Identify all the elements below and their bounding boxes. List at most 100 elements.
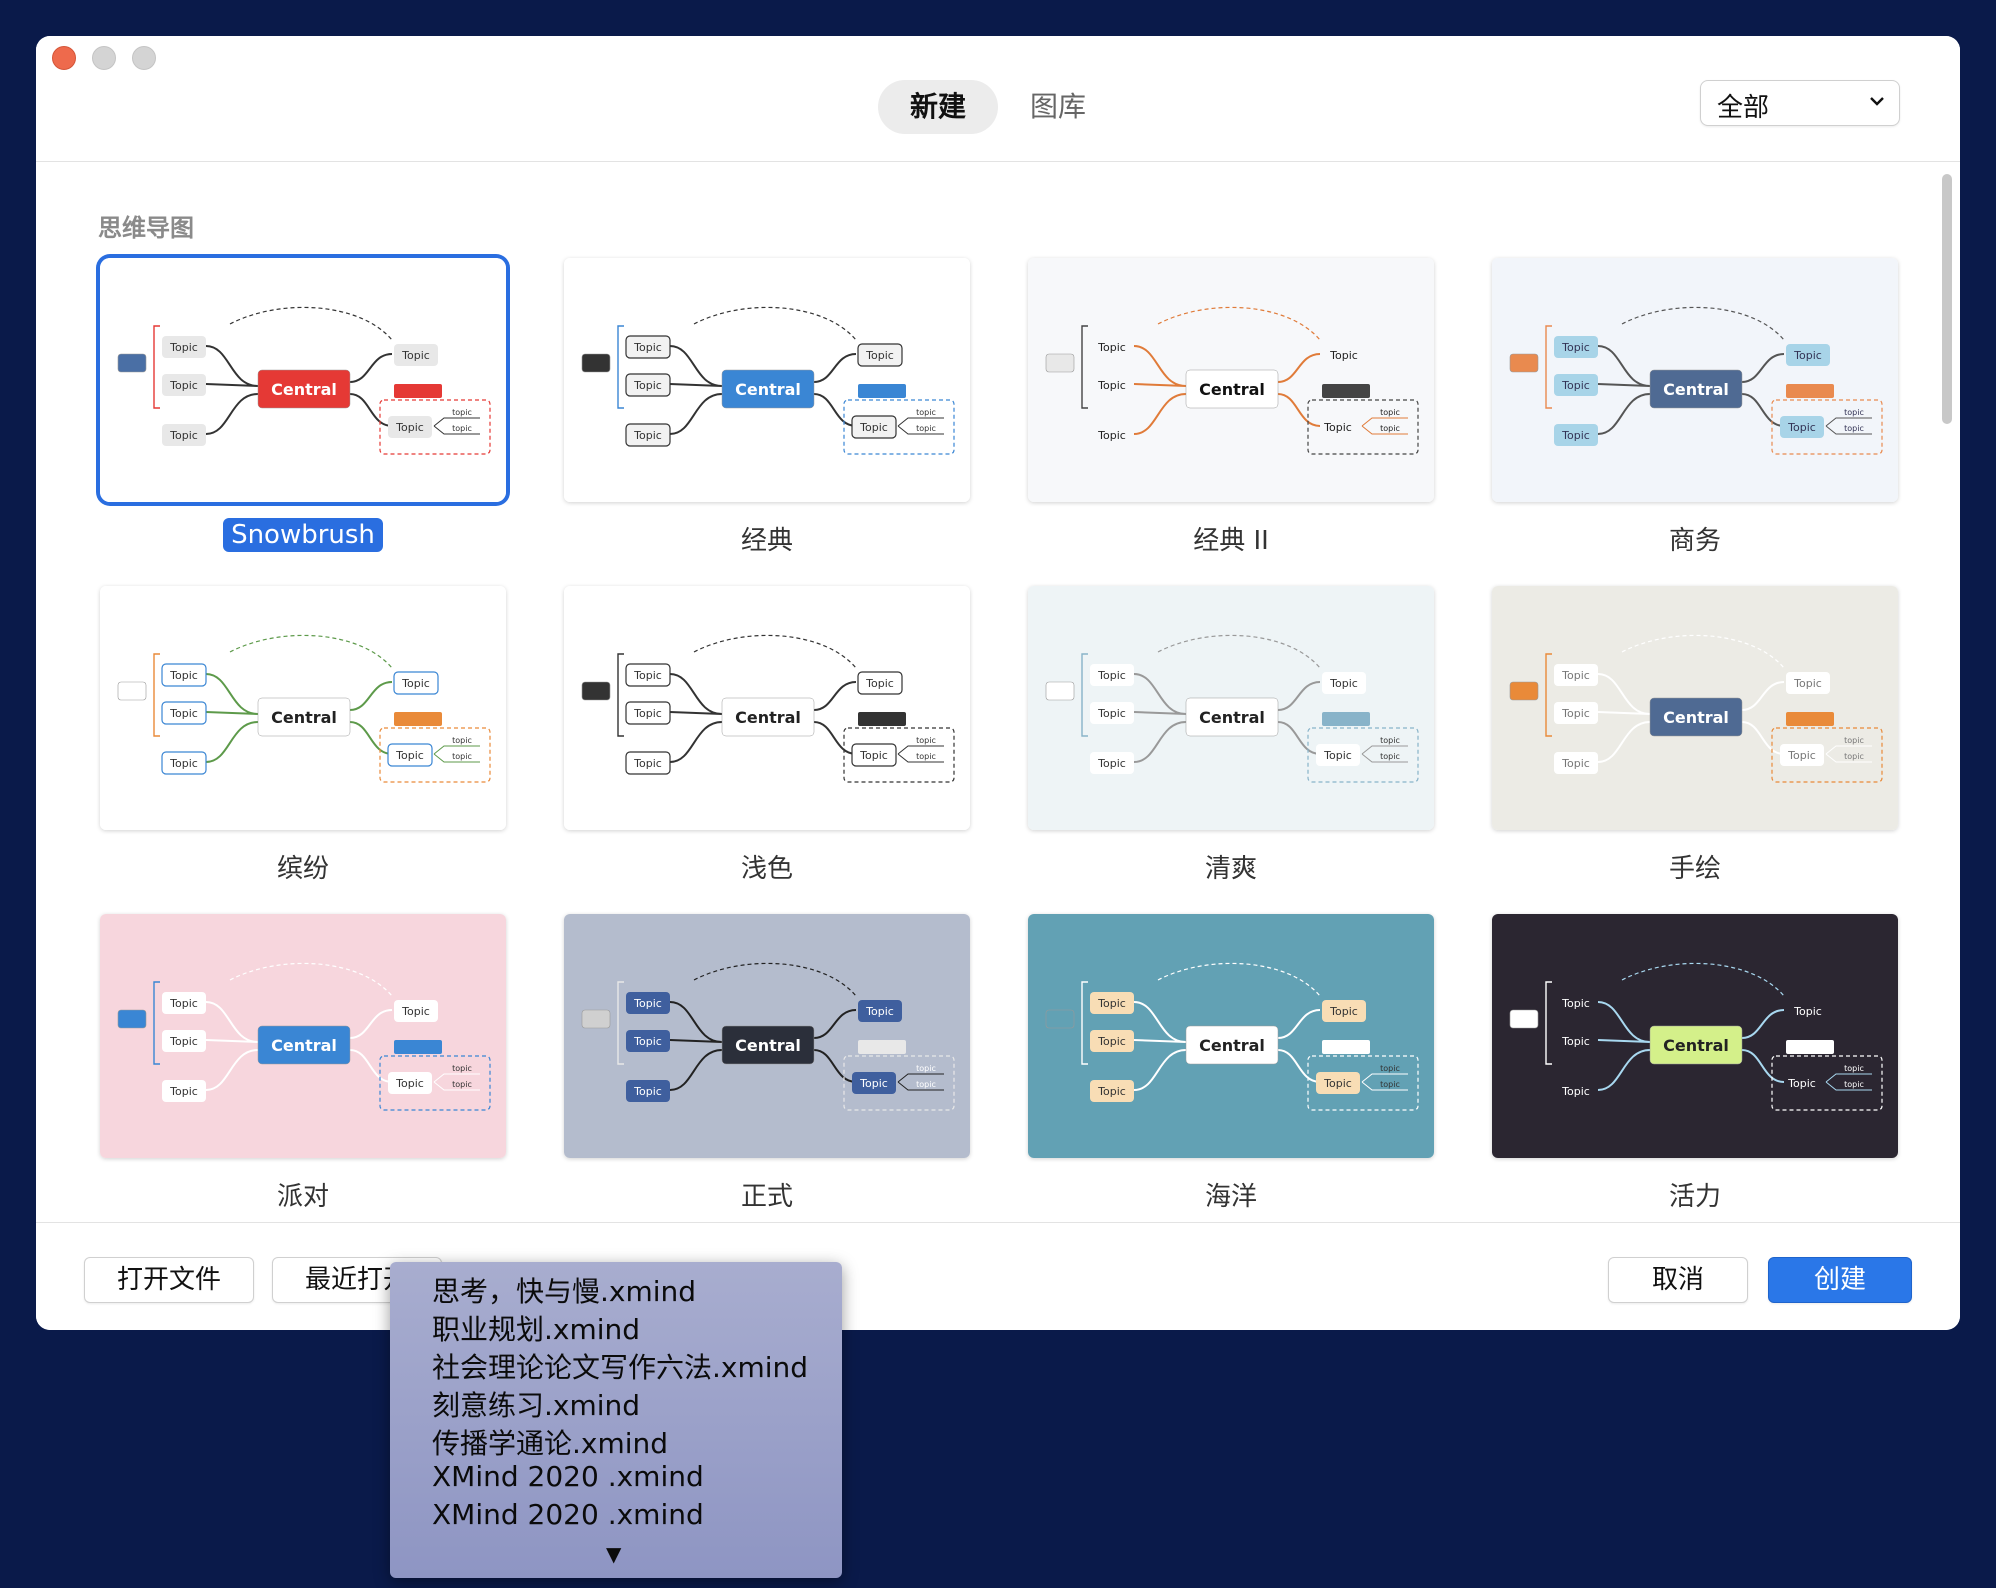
category-filter-select[interactable]: 全部 — [1700, 80, 1900, 126]
mode-tabs: 新建 图库 — [878, 80, 1118, 134]
section-title: 思维导图 — [98, 214, 194, 242]
topic-node-label: Topic — [1097, 757, 1126, 770]
subtopic-label: topic — [452, 736, 472, 745]
topic-node-label: Topic — [1323, 1077, 1352, 1090]
recent-file-item[interactable]: 刻意练习.xmind — [432, 1389, 641, 1422]
topic-node-label: Topic — [1561, 757, 1590, 770]
template-name: 浅色 — [740, 854, 793, 884]
topic-node-label: Topic — [169, 429, 198, 442]
recent-file-item[interactable]: 社会理论论文写作六法.xmind — [432, 1351, 809, 1384]
subtopic-label: topic — [1380, 736, 1400, 745]
recent-file-item[interactable]: 传播学通论.xmind — [432, 1427, 669, 1460]
central-node-label: Central — [271, 708, 337, 727]
central-node-label: Central — [271, 380, 337, 399]
template-name: Snowbrush — [223, 518, 383, 552]
template-caption[interactable]: 商务 — [1492, 520, 1898, 557]
tab-gallery[interactable]: 图库 — [1030, 90, 1087, 123]
topic-node-label: Topic — [1561, 379, 1590, 392]
maximize-window-button[interactable] — [132, 46, 156, 70]
template-name: 商务 — [1668, 526, 1721, 556]
template-caption[interactable]: 活力 — [1492, 1176, 1898, 1213]
topic-node-label: Topic — [1561, 1035, 1590, 1048]
topic-node-label: Topic — [169, 1085, 198, 1098]
topic-node-label: Topic — [1561, 1085, 1590, 1098]
topic-node-label: Topic — [1329, 1005, 1358, 1018]
footer: 打开文件 最近打开 取消 创建 — [36, 1222, 1960, 1330]
subtopic-label: topic — [1844, 424, 1864, 433]
subtopic-label: topic — [1844, 408, 1864, 417]
topic-node-label: Topic — [1097, 997, 1126, 1010]
recent-files-menu: ▼ 思考，快与慢.xmind 职业规划.xmind 社会理论论文写作六法.xmind… — [390, 1262, 842, 1578]
subtopic-label: topic — [1380, 424, 1400, 433]
scrollbar[interactable] — [1940, 174, 1954, 1214]
topic-node-label: Topic — [865, 349, 894, 362]
template-caption[interactable]: 正式 — [564, 1176, 970, 1213]
template-caption[interactable]: 手绘 — [1492, 848, 1898, 885]
recent-file-item[interactable]: XMind 2020 .xmind — [432, 1460, 704, 1493]
topic-node-label: Topic — [859, 1077, 888, 1090]
scroll-down-arrow-icon[interactable]: ▼ — [606, 1542, 622, 1566]
recent-file-item[interactable]: 职业规划.xmind — [432, 1313, 641, 1346]
template-caption[interactable]: 缤纷 — [100, 848, 506, 885]
subtopic-label: topic — [1844, 736, 1864, 745]
topic-node-label: Topic — [633, 341, 662, 354]
template-caption[interactable]: 海洋 — [1028, 1176, 1434, 1213]
template-name: 经典 — [740, 526, 793, 556]
template-caption[interactable]: 清爽 — [1028, 848, 1434, 885]
topic-node-label: Topic — [1097, 1085, 1126, 1098]
topic-node-label: Topic — [1097, 707, 1126, 720]
cancel-button[interactable]: 取消 — [1608, 1257, 1748, 1303]
topic-node-label: Topic — [1329, 349, 1358, 362]
topic-node-label: Topic — [169, 341, 198, 354]
template-caption[interactable]: 经典 II — [1028, 520, 1434, 557]
template-caption[interactable]: 派对 — [100, 1176, 506, 1213]
topic-node-label: Topic — [1323, 749, 1352, 762]
tab-new[interactable]: 新建 — [878, 80, 999, 134]
subtopic-label: topic — [916, 424, 936, 433]
close-window-button[interactable] — [52, 46, 76, 70]
topic-node-label: Topic — [633, 379, 662, 392]
subtopic-label: topic — [916, 736, 936, 745]
scrollbar-thumb[interactable] — [1942, 174, 1952, 424]
topic-node-label: Topic — [169, 707, 198, 720]
topic-node-label: Topic — [633, 707, 662, 720]
open-file-button[interactable]: 打开文件 — [84, 1257, 254, 1303]
central-node-label: Central — [1663, 708, 1729, 727]
template-name: 经典 II — [1193, 526, 1269, 556]
template-caption[interactable]: 浅色 — [564, 848, 970, 885]
template-name: 正式 — [740, 1182, 793, 1212]
topic-node-label: Topic — [1787, 1077, 1816, 1090]
topic-node-label: Topic — [859, 421, 888, 434]
subtopic-label: topic — [916, 1064, 936, 1073]
central-node-label: Central — [735, 380, 801, 399]
topic-node-label: Topic — [169, 669, 198, 682]
recent-file-item[interactable]: 思考，快与慢.xmind — [432, 1275, 697, 1308]
minimize-window-button[interactable] — [92, 46, 116, 70]
template-caption[interactable]: Snowbrush — [100, 518, 506, 552]
create-button[interactable]: 创建 — [1768, 1257, 1912, 1303]
template-caption[interactable]: 经典 — [564, 520, 970, 557]
topic-node-label: Topic — [859, 749, 888, 762]
central-node-label: Central — [1663, 380, 1729, 399]
recent-file-item[interactable]: XMind 2020 .xmind — [432, 1498, 704, 1531]
subtopic-label: topic — [916, 1080, 936, 1089]
topic-node-label: Topic — [865, 1005, 894, 1018]
